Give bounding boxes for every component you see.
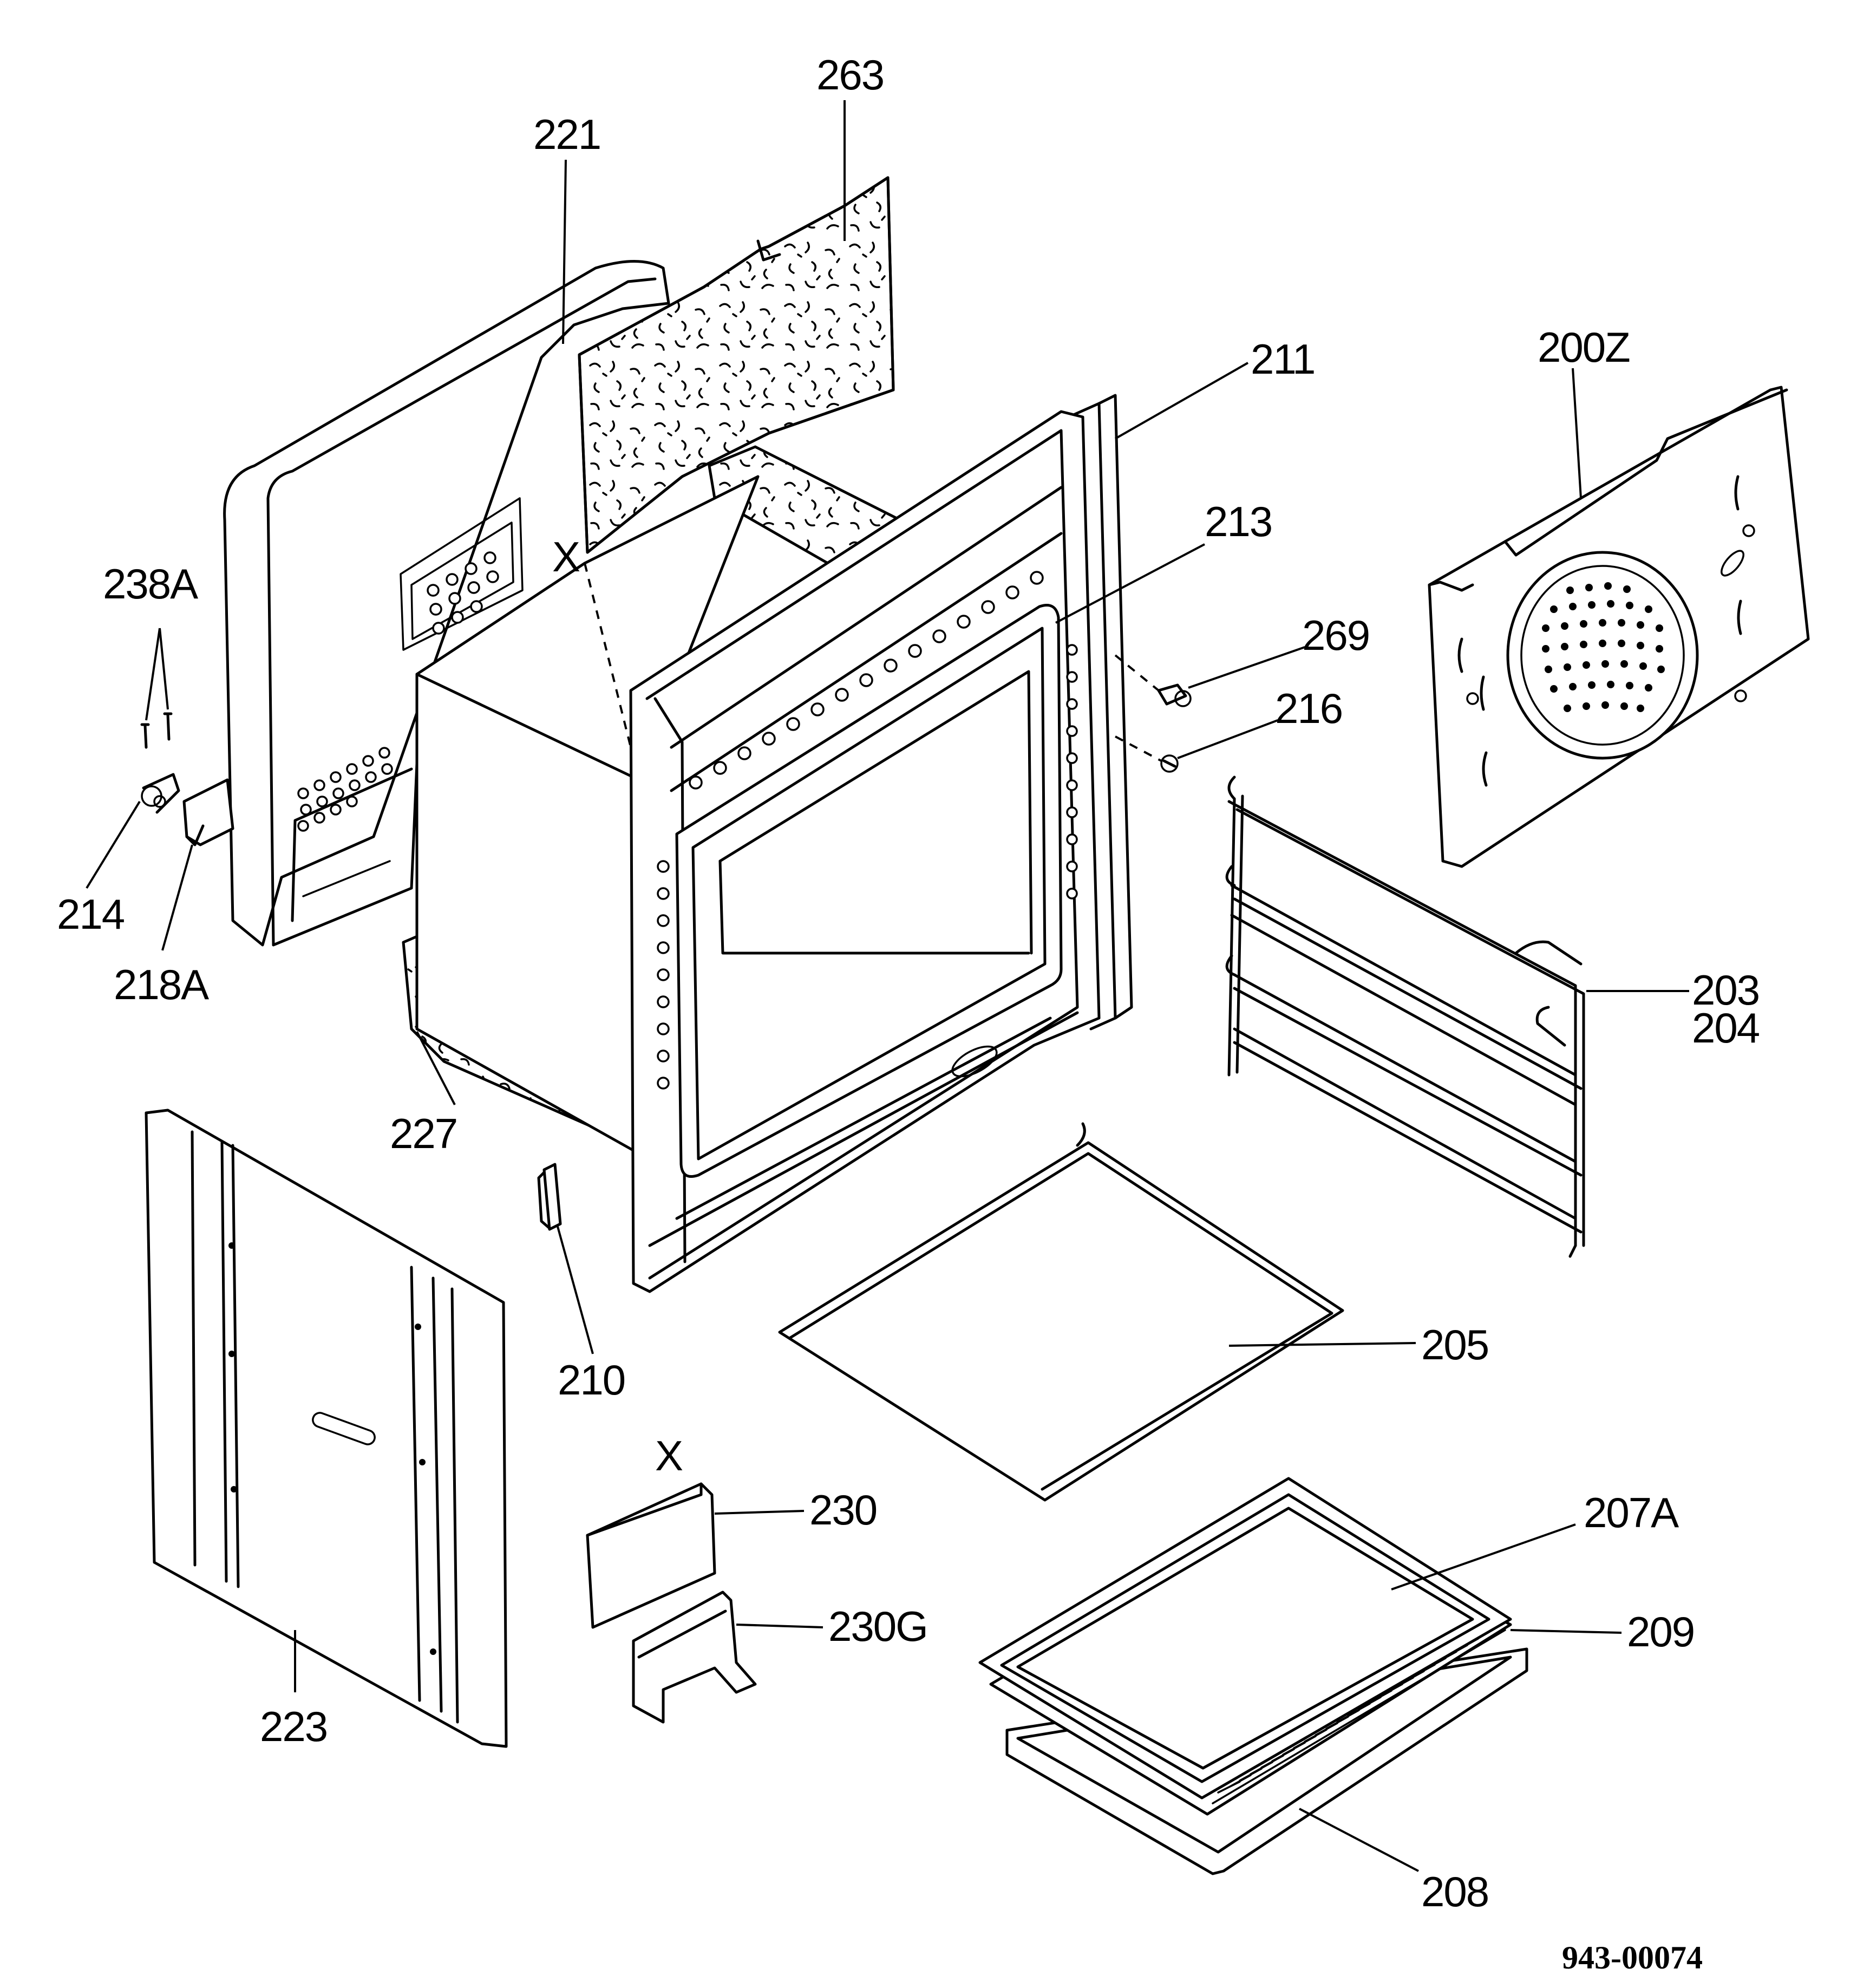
label-213: 213 (1205, 498, 1272, 545)
part-200z-fan-panel (1428, 386, 1810, 868)
label-230g: 230G (828, 1602, 927, 1650)
part-269-screw (1157, 683, 1192, 707)
part-230-block (586, 1482, 716, 1629)
label-218a: 218A (114, 961, 209, 1008)
part-218a-bracket (182, 778, 234, 846)
label-263: 263 (816, 51, 884, 99)
cross-reference-marker-top: X (552, 533, 580, 581)
label-205: 205 (1421, 1321, 1488, 1368)
label-200z: 200Z (1538, 323, 1630, 371)
label-269: 269 (1302, 611, 1369, 659)
label-214: 214 (57, 890, 125, 938)
part-263-back-insulation (578, 176, 895, 554)
part-230g-bracket (632, 1591, 757, 1724)
part-205-flat-tray (778, 1122, 1344, 1502)
part-238a-screws (140, 712, 173, 749)
oven-cavity (415, 475, 760, 1155)
part-216-screw (1160, 754, 1179, 773)
label-221: 221 (533, 110, 600, 158)
label-210: 210 (558, 1356, 625, 1404)
part-221-outer-panel (223, 260, 670, 947)
frame-perforations (657, 571, 1078, 1090)
cross-reference-marker-bottom: X (655, 1432, 683, 1479)
label-204: 204 (1692, 1004, 1760, 1052)
part-223-side-panel (145, 1109, 508, 1748)
label-208: 208 (1421, 1868, 1488, 1915)
vent-holes-lower (297, 747, 393, 832)
label-209: 209 (1627, 1608, 1694, 1655)
part-203-204-shelf-rack (1225, 775, 1585, 1258)
part-211-front-frame (629, 394, 1133, 1293)
label-211: 211 (1251, 335, 1315, 383)
part-210-clip (537, 1163, 562, 1231)
label-203: 203 (1692, 966, 1759, 1014)
leader-lines (86, 100, 1689, 1872)
document-number: 943-00074 (1562, 1940, 1703, 1976)
label-216: 216 (1275, 685, 1342, 732)
part-labels: 263 221 211 200Z 213 X 238A 269 216 214 … (57, 51, 1761, 1976)
label-223: 223 (260, 1703, 327, 1750)
label-238a: 238A (103, 560, 198, 608)
label-230: 230 (809, 1486, 877, 1534)
part-214-hinge (141, 773, 180, 814)
fan-grille-holes (1542, 582, 1665, 712)
part-207a-baking-tray (978, 1477, 1512, 1800)
label-227: 227 (390, 1110, 457, 1157)
label-207a: 207A (1584, 1489, 1679, 1536)
vent-holes-upper (427, 551, 499, 635)
